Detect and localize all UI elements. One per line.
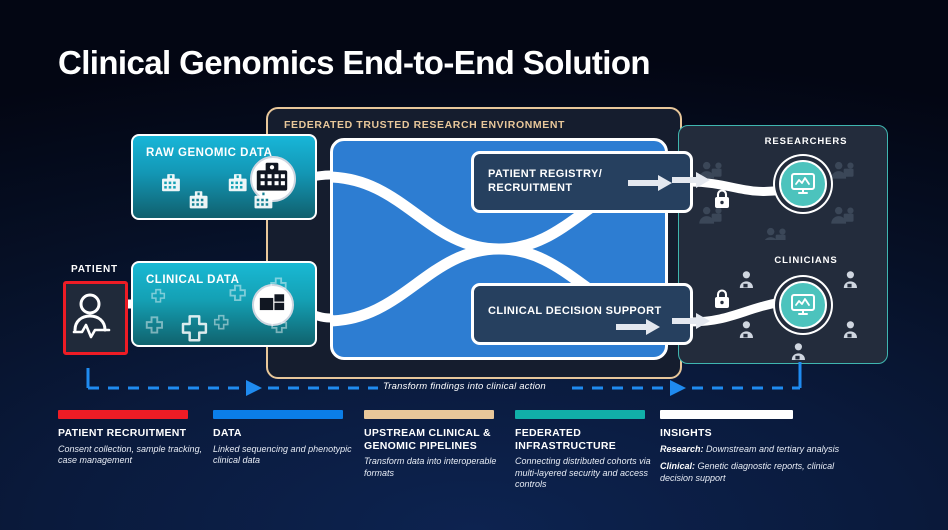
process-clinical-decision-support-label: CLINICAL DECISION SUPPORT [488,305,662,317]
raw-genomic-data-label: RAW GENOMIC DATA [146,147,273,159]
monitor-chart-icon [791,173,815,194]
legend-title: PATIENT RECRUITMENT [58,427,187,439]
patient-box [63,281,128,355]
legend-title: INSIGHTS [660,427,712,439]
page-title: Clinical Genomics End-to-End Solution [58,44,651,81]
feedback-label: Transform findings into clinical action [383,381,546,392]
hospital-node-icon [250,156,296,202]
legend-color-bar [58,410,188,419]
monitor-chart-icon [791,294,815,315]
hospital-icons-group [162,174,273,209]
lock-icon [715,289,729,308]
legend-desc-research-text: Downstream and tertiary analysis [703,443,840,454]
process-clinical-decision-support[interactable]: CLINICAL DECISION SUPPORT [471,283,693,345]
raw-genomic-data-panel: RAW GENOMIC DATA [131,134,317,220]
clinicians-label: CLINICIANS [774,255,838,266]
clinician-figures-group [739,271,857,360]
medical-cross-icons-group [145,277,288,342]
patient-heartbeat-icon [72,293,111,339]
arrow-right-icon [616,319,660,335]
legend-desc-research-label: Research: [660,443,704,454]
legend: PATIENT RECRUITMENT Consent collection, … [58,410,898,520]
process-patient-registry-label: PATIENT REGISTRY/RECRUITMENT [488,168,603,194]
legend-item-patient-recruitment: PATIENT RECRUITMENT Consent collection, … [58,410,213,467]
researchers-label: RESEARCHERS [764,136,848,147]
legend-desc-research: Research: Downstream and tertiary analys… [660,444,850,456]
legend-desc: Linked sequencing and phenotypic clinica… [213,443,352,466]
lock-icon [715,189,729,208]
arrow-right-icon [628,175,672,191]
legend-title: DATA [213,427,242,439]
legend-title: FEDERATED INFRASTRUCTURE [515,427,617,452]
legend-title: UPSTREAM CLINICAL & GENOMIC PIPELINES [364,427,491,452]
legend-desc-clinical: Clinical: Genetic diagnostic reports, cl… [660,461,850,484]
clinical-data-panel: CLINICAL DATA [131,261,317,347]
clinical-data-label: CLINICAL DATA [146,274,240,286]
legend-color-bar [515,410,645,419]
researchers-hub[interactable] [779,160,827,208]
legend-color-bar [213,410,343,419]
federated-tre-label: FEDERATED TRUSTED RESEARCH ENVIRONMENT [284,119,566,131]
legend-color-bar [364,410,494,419]
clinicians-hub[interactable] [779,281,827,329]
legend-desc-clinical-text: Genetic diagnostic reports, clinical dec… [660,461,835,483]
legend-desc: Consent collection, sample tracking, cas… [58,443,203,466]
records-node-icon [252,284,294,326]
legend-item-federated-infrastructure: FEDERATED INFRASTRUCTURE Connecting dist… [515,410,670,491]
legend-item-data: DATA Linked sequencing and phenotypic cl… [213,410,368,467]
legend-desc: Connecting distributed cohorts via multi… [515,456,651,489]
arrow-right-icon-registry-exit [672,172,710,188]
process-patient-registry[interactable]: PATIENT REGISTRY/RECRUITMENT [471,151,693,213]
patient-label: PATIENT [71,264,118,275]
feedback-loop [86,362,802,396]
legend-item-insights: INSIGHTS Research: Downstream and tertia… [660,410,850,484]
legend-item-upstream-pipelines: UPSTREAM CLINICAL & GENOMIC PIPELINES Tr… [364,410,519,479]
arrow-right-icon-cds-exit [672,313,710,329]
legend-color-bar [660,410,793,419]
legend-desc-clinical-label: Clinical: [660,461,696,471]
researcher-figures-group [699,161,854,240]
legend-desc: Transform data into interoperable format… [364,456,497,478]
